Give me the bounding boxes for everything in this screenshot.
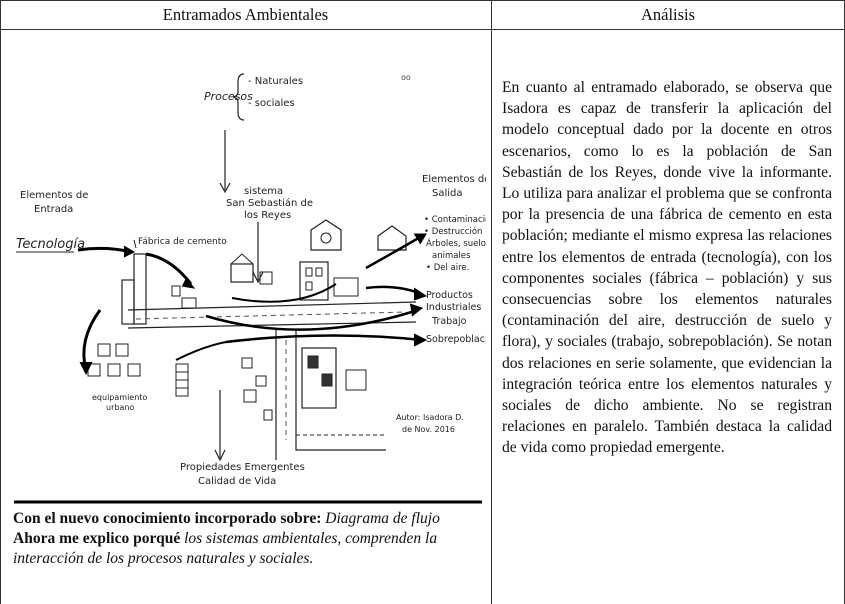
caption-line2-italic: los sistemas ambientales, comprenden la … bbox=[13, 530, 438, 567]
label-sistema-2: San Sebastián de bbox=[226, 197, 313, 209]
label-salida-1: • Contaminación bbox=[424, 214, 486, 225]
label-trabajo: Trabajo bbox=[431, 316, 467, 327]
label-sobrepoblacion: Sobrepoblación bbox=[426, 334, 486, 345]
label-equipamiento-1: equipamiento bbox=[92, 393, 147, 402]
header-entramados: Entramados Ambientales bbox=[162, 5, 329, 24]
label-elementos-entrada-1: Elementos de bbox=[20, 190, 88, 201]
label-naturales: - Naturales bbox=[248, 76, 303, 87]
caption-line1-bold: Con el nuevo conocimiento incorporado so… bbox=[13, 510, 322, 527]
label-propiedades-1: Propiedades Emergentes bbox=[180, 462, 305, 473]
table-top-border bbox=[0, 0, 845, 1]
label-sistema-1: sistema bbox=[244, 186, 283, 197]
caption-line1-italic: Diagrama de flujo bbox=[325, 510, 440, 527]
label-elementos-salida-2: Salida bbox=[432, 188, 463, 199]
label-sistema-3: los Reyes bbox=[244, 210, 291, 221]
label-productos-1: Productos bbox=[426, 290, 473, 301]
label-tecnologia: Tecnología bbox=[16, 237, 85, 252]
label-autor-2: de Nov. 2016 bbox=[402, 425, 455, 434]
header-analisis: Análisis bbox=[640, 5, 696, 24]
caption-line2-bold: Ahora me explico porqué bbox=[13, 530, 181, 547]
label-elementos-salida-1: Elementos de bbox=[422, 174, 486, 185]
label-autor-1: Autor: Isadora D. bbox=[396, 413, 464, 422]
label-equipamiento-2: urbano bbox=[106, 403, 134, 412]
label-salida-4: animales bbox=[432, 251, 471, 261]
column-divider bbox=[491, 0, 492, 604]
header-bottom-border bbox=[0, 29, 845, 30]
analysis-text: En cuanto al entramado elaborado, se obs… bbox=[502, 79, 832, 457]
label-procesos: Procesos bbox=[204, 90, 253, 103]
label-salida-3: Árboles, suelo bbox=[426, 237, 486, 249]
label-salida-5: • Del aire. bbox=[426, 263, 469, 273]
label-fabrica: Fábrica de cemento bbox=[138, 237, 227, 247]
caption: Con el nuevo conocimiento incorporado so… bbox=[13, 509, 483, 569]
label-elementos-entrada-2: Entrada bbox=[34, 204, 73, 215]
label-sociales: - sociales bbox=[248, 98, 295, 109]
label-productos-2: Industriales bbox=[426, 302, 481, 313]
svg-text:oo: oo bbox=[401, 73, 411, 82]
label-salida-2: • Destrucción bbox=[424, 226, 482, 237]
hand-drawn-diagram: Procesos - Naturales - sociales oo Eleme… bbox=[14, 73, 486, 504]
table-left-border bbox=[0, 0, 1, 604]
label-propiedades-2: Calidad de Vida bbox=[198, 476, 276, 487]
